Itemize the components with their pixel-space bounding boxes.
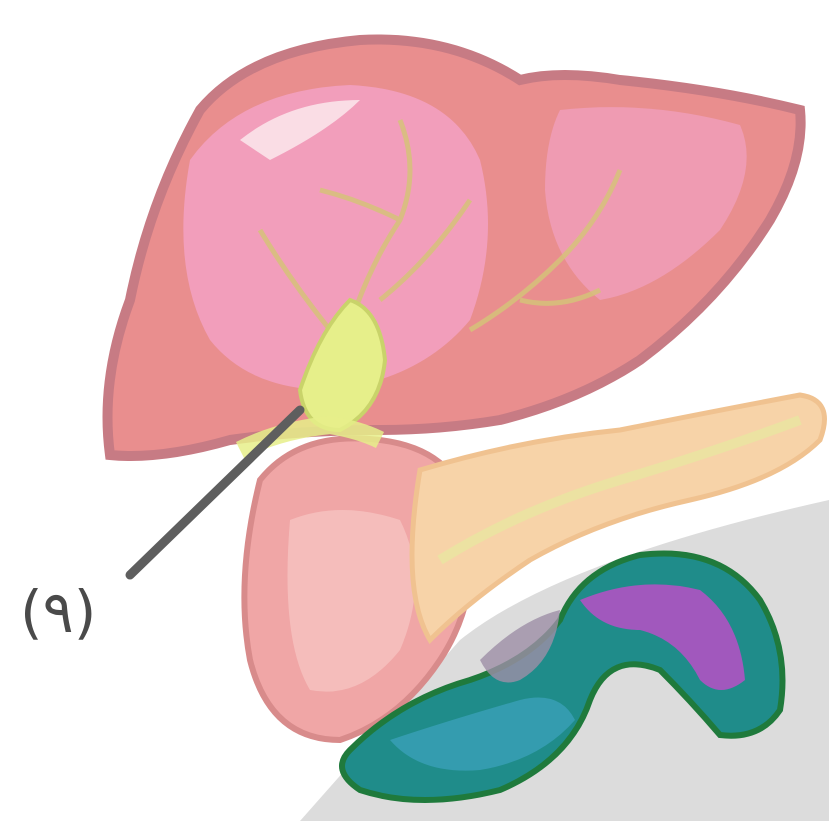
callout-label: (٩) bbox=[20, 578, 96, 646]
